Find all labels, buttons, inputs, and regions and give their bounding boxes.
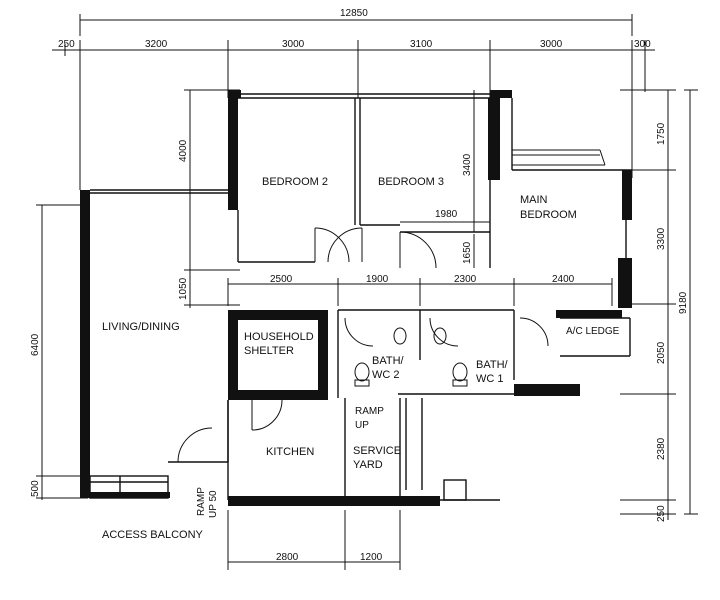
dim-row-2500: 2500 — [270, 274, 293, 285]
room-shelter-line2: SHELTER — [244, 345, 294, 357]
room-access-balcony: ACCESS BALCONY — [102, 529, 204, 541]
dim-row-1900: 1900 — [366, 274, 389, 285]
label-ramp-up50-line1: RAMP — [196, 487, 207, 516]
dim-row-2400: 2400 — [552, 274, 575, 285]
dim-left-6400: 6400 — [30, 333, 41, 356]
room-main-bedroom-line1: MAIN — [520, 194, 548, 206]
walls — [80, 90, 632, 506]
dim-inner-3400: 3400 — [462, 153, 473, 176]
dim-overall-width: 12850 — [340, 8, 368, 19]
dim-top-3200: 3200 — [145, 39, 168, 50]
dim-right-250: 250 — [656, 505, 667, 522]
dim-bottom-1200: 1200 — [360, 552, 383, 563]
fixtures — [354, 327, 468, 387]
room-kitchen: KITCHEN — [266, 446, 314, 458]
dim-top-250: 250 — [58, 39, 75, 50]
label-ac-ledge: A/C LEDGE — [566, 326, 620, 337]
dim-right-2380: 2380 — [656, 437, 667, 460]
label-ramp-up50-line2: UP 50 — [208, 490, 219, 518]
dimension-labels: 12850 250 3200 3000 3100 3000 300 4000 1… — [30, 8, 689, 563]
dim-right-overall: 9180 — [678, 291, 689, 314]
room-bath-wc2-line2: WC 2 — [372, 369, 400, 381]
dim-inner-1980: 1980 — [435, 209, 458, 220]
room-bath-wc2-line1: BATH/ — [372, 355, 405, 367]
room-labels: BEDROOM 2 BEDROOM 3 MAIN BEDROOM LIVING/… — [102, 176, 620, 541]
room-bath-wc1-line1: BATH/ — [476, 359, 509, 371]
dim-bottom-2800: 2800 — [276, 552, 299, 563]
room-bath-wc1-line2: WC 1 — [476, 373, 504, 385]
door-swings — [177, 227, 549, 463]
room-service-yard-line1: SERVICE — [353, 445, 401, 457]
room-bedroom-3: BEDROOM 3 — [378, 176, 444, 188]
room-shelter-line1: HOUSEHOLD — [244, 331, 314, 343]
dim-left-500: 500 — [30, 480, 41, 497]
dim-right-3300: 3300 — [656, 227, 667, 250]
dim-inner-1650: 1650 — [462, 241, 473, 264]
dim-left-4000: 4000 — [178, 139, 189, 162]
room-living-dining: LIVING/DINING — [102, 321, 180, 333]
room-service-yard-line2: YARD — [353, 459, 383, 471]
room-bedroom-2: BEDROOM 2 — [262, 176, 328, 188]
dim-left-1050: 1050 — [178, 277, 189, 300]
dimension-lines — [36, 14, 698, 570]
dim-right-2050: 2050 — [656, 341, 667, 364]
dim-top-3000b: 3000 — [540, 39, 563, 50]
dim-top-3000a: 3000 — [282, 39, 305, 50]
room-main-bedroom-line2: BEDROOM — [520, 209, 577, 221]
dim-right-1750: 1750 — [656, 122, 667, 145]
dim-row-2300: 2300 — [454, 274, 477, 285]
label-ramp-up-line1: RAMP — [355, 406, 384, 417]
dim-top-3100: 3100 — [410, 39, 433, 50]
label-ramp-up-line2: UP — [355, 420, 369, 431]
dim-top-300: 300 — [634, 39, 651, 50]
